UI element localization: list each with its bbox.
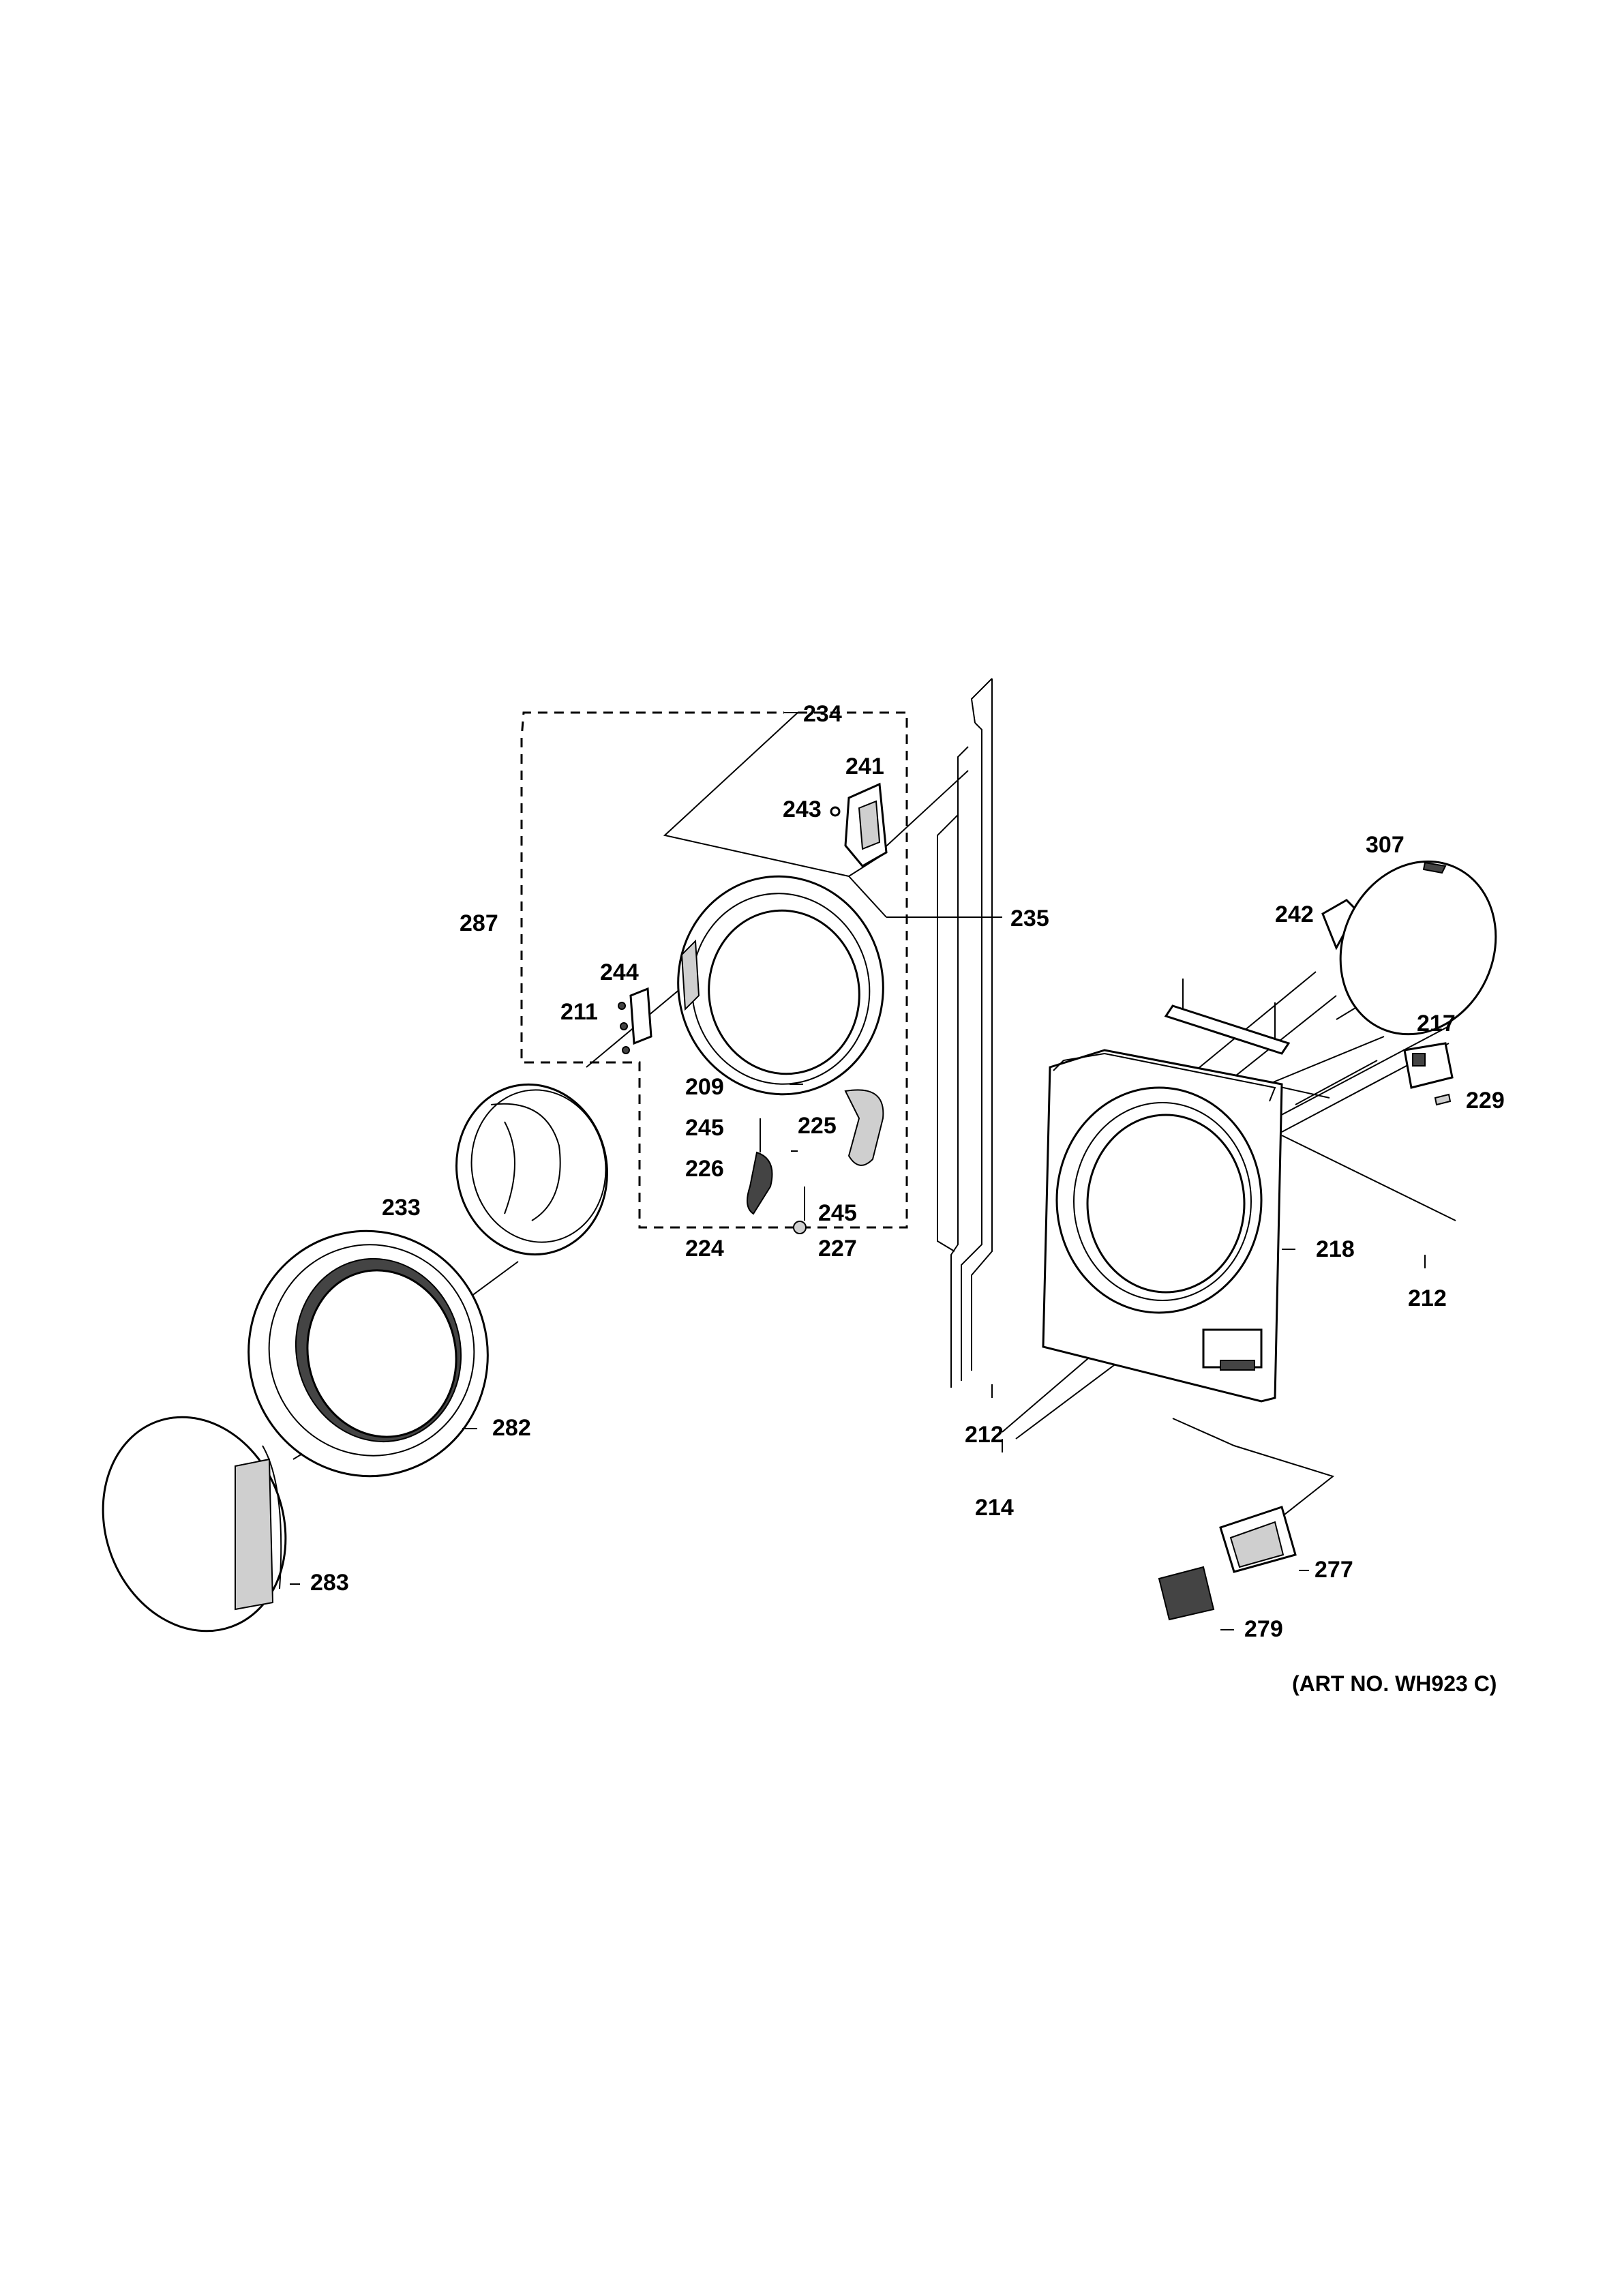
- art-number: (ART NO. WH923 C): [1292, 1671, 1497, 1696]
- screws: [991, 1255, 1426, 1452]
- callout-234: 234: [803, 701, 842, 727]
- callout-211: 211: [560, 999, 598, 1025]
- switch-part: [1403, 1042, 1454, 1106]
- cover-part: [1339, 860, 1497, 1036]
- callout-244: 244: [600, 959, 639, 985]
- callout-229: 229: [1466, 1088, 1505, 1114]
- callout-218: 218: [1316, 1236, 1355, 1262]
- filter-box-part: [1158, 1506, 1297, 1621]
- callout-233: 233: [382, 1195, 421, 1221]
- callout-224: 224: [685, 1236, 724, 1262]
- callout-209: 209: [685, 1074, 724, 1100]
- callout-241: 241: [845, 754, 884, 779]
- callout-282: 282: [492, 1415, 531, 1441]
- callout-212-right: 212: [1408, 1285, 1447, 1311]
- callout-277: 277: [1315, 1557, 1353, 1583]
- callout-212-left: 212: [965, 1422, 1004, 1448]
- door-frame-part: [677, 875, 884, 1096]
- callout-245-bottom: 245: [818, 1200, 857, 1226]
- door-ring-part: [247, 1229, 489, 1478]
- callout-labels: 234 241 243 235 287 244 211 209 225 245 …: [310, 701, 1505, 1696]
- callout-287: 287: [460, 910, 498, 936]
- inner-door-part: [455, 1083, 608, 1256]
- handle-parts: [747, 1118, 807, 1234]
- front-panel-part: [1042, 1049, 1283, 1403]
- callout-214: 214: [975, 1495, 1014, 1521]
- callout-226: 226: [685, 1156, 724, 1182]
- callout-307: 307: [1366, 832, 1405, 858]
- callout-217: 217: [1417, 1011, 1456, 1037]
- callout-235: 235: [1010, 906, 1049, 931]
- callout-243: 243: [783, 796, 822, 822]
- kit-boundary: [520, 711, 908, 1229]
- callout-242: 242: [1275, 901, 1314, 927]
- hinge-bracket-part: [1164, 899, 1358, 1055]
- callout-245-top: 245: [685, 1115, 724, 1141]
- hinge-part: [830, 782, 888, 867]
- handle-cover-part: [844, 1089, 884, 1166]
- callout-227: 227: [818, 1236, 857, 1262]
- callout-leaders: [290, 712, 1309, 1630]
- door-hook-part: [618, 987, 652, 1054]
- callout-225: 225: [798, 1113, 837, 1139]
- callout-283: 283: [310, 1570, 349, 1596]
- callout-279: 279: [1244, 1616, 1283, 1642]
- door-cover-part: [102, 1416, 287, 1632]
